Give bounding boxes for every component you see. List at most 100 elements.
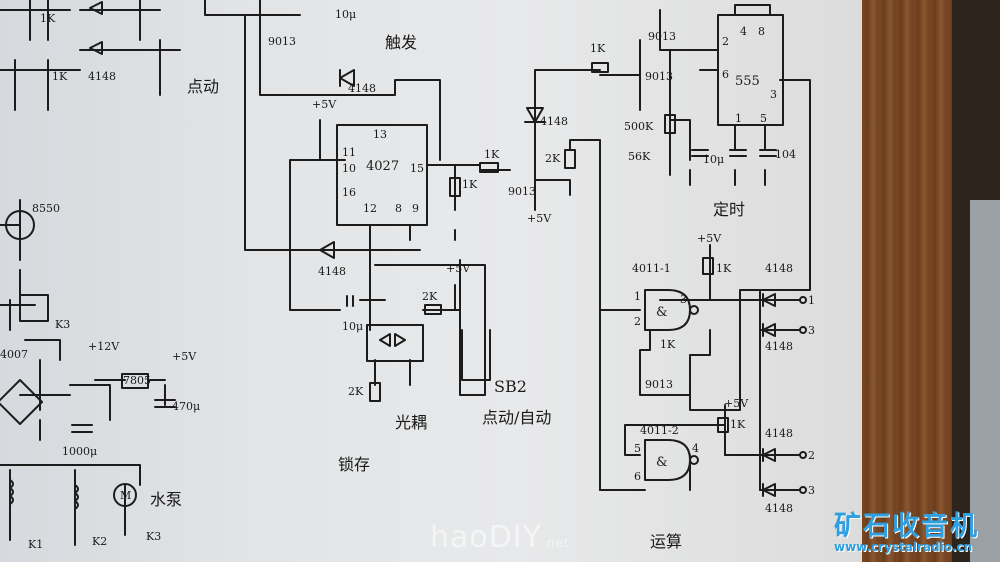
label-out-3b: 3 bbox=[808, 484, 815, 497]
label-d4148-a: 4148 bbox=[348, 82, 376, 95]
label-out-1: 1 bbox=[808, 294, 815, 307]
label-pin-16: 16 bbox=[342, 186, 356, 199]
label-k1: K1 bbox=[28, 538, 43, 551]
label-q9013-e: 9013 bbox=[645, 378, 673, 391]
label-pin-13: 13 bbox=[373, 128, 387, 141]
label-out-3a: 3 bbox=[808, 324, 815, 337]
wires-left bbox=[0, 0, 181, 546]
label-r1k-c: 1K bbox=[462, 178, 478, 191]
label-k2: K2 bbox=[92, 535, 107, 548]
logo-name: 矿石收音机 bbox=[834, 511, 979, 542]
label-q9013-b: 9013 bbox=[508, 185, 536, 198]
label-plus12v: +12V bbox=[88, 340, 120, 353]
label-c470u: 470μ bbox=[172, 400, 200, 413]
label-latch: 锁存 bbox=[338, 455, 370, 474]
label-q9013-c: 9013 bbox=[645, 70, 673, 83]
label-plus5v-c: +5V bbox=[527, 212, 552, 225]
label-out-2: 2 bbox=[808, 449, 815, 462]
label-4011-pin-1: 1 bbox=[634, 290, 641, 303]
label-plus5v-a: +5V bbox=[312, 98, 337, 111]
label-pin-8: 8 bbox=[395, 202, 402, 215]
label-d4148-b: 4148 bbox=[540, 115, 568, 128]
label-pin-10: 10 bbox=[342, 162, 356, 175]
logo-url: www.crystalradio.cn bbox=[834, 540, 973, 554]
watermark-suffix: .net bbox=[542, 536, 570, 550]
label-jog-auto: 点动/自动 bbox=[482, 408, 551, 427]
label-sb2: SB2 bbox=[494, 377, 527, 396]
components-right bbox=[591, 62, 807, 497]
label-c10u-b: 10μ bbox=[703, 153, 724, 166]
background-wall bbox=[952, 0, 1000, 562]
label-q8550: 8550 bbox=[32, 202, 60, 215]
schematic-diagram: 触发 点动 定时 锁存 光耦 点动/自动 运算 水泵 SB2 4027 555 … bbox=[0, 0, 815, 551]
label-555-pin-4: 4 bbox=[740, 25, 747, 38]
components-middle bbox=[319, 69, 576, 402]
label-4011-pin-3: 3 bbox=[680, 293, 687, 306]
label-c10u-a: 10μ bbox=[342, 320, 363, 333]
label-plus5v-b: +5V bbox=[446, 262, 471, 275]
watermark-text: haoDIY bbox=[430, 520, 543, 555]
label-jog-top: 点动 bbox=[187, 77, 219, 96]
label-4011-pin-6: 6 bbox=[634, 470, 641, 483]
label-r1k-a: 1K bbox=[484, 148, 500, 161]
label-pin-12: 12 bbox=[363, 202, 377, 215]
watermark: haoDIY.net bbox=[430, 520, 570, 555]
label-timer: 定时 bbox=[713, 200, 745, 219]
label-d4148-g: 4148 bbox=[765, 502, 793, 515]
label-d4148-c: 4148 bbox=[318, 265, 346, 278]
label-d4148-h: 4148 bbox=[88, 70, 116, 83]
label-gate-4011-1: 4011-1 bbox=[632, 262, 671, 275]
label-water-pump: 水泵 bbox=[150, 490, 182, 509]
label-d4148-f: 4148 bbox=[765, 427, 793, 440]
label-555-pin-1: 1 bbox=[735, 112, 742, 125]
label-c1000u: 1000μ bbox=[62, 445, 97, 458]
wooden-frame bbox=[862, 0, 952, 562]
label-c104: 104 bbox=[775, 148, 796, 161]
label-r1k-e: 1K bbox=[730, 418, 746, 431]
label-d4007: 4007 bbox=[0, 348, 28, 361]
components-left bbox=[0, 1, 176, 510]
label-gate-4011-2: 4011-2 bbox=[640, 424, 679, 437]
label-d4148-d: 4148 bbox=[765, 262, 793, 275]
label-pin-9: 9 bbox=[412, 202, 419, 215]
label-555-pin-6: 6 bbox=[722, 68, 729, 81]
wires-middle bbox=[204, 0, 811, 491]
label-4011-pin-2: 2 bbox=[634, 315, 641, 328]
label-7805: 7805 bbox=[123, 374, 151, 387]
site-logo: 矿石收音机 www.crystalradio.cn bbox=[828, 500, 1000, 560]
label-r1k-h: 1K bbox=[52, 70, 68, 83]
label-r2k-b: 2K bbox=[348, 385, 364, 398]
label-q9013-a: 9013 bbox=[268, 35, 296, 48]
label-r56k: 56K bbox=[628, 150, 651, 163]
label-q9013-d: 9013 bbox=[648, 30, 676, 43]
label-r1k-f: 1K bbox=[660, 338, 676, 351]
label-ic-555: 555 bbox=[735, 74, 760, 89]
label-trigger: 触发 bbox=[385, 33, 417, 52]
label-k3-a: K3 bbox=[55, 318, 70, 331]
label-r1k-b: 1K bbox=[590, 42, 606, 55]
label-plus5v-d: +5V bbox=[697, 232, 722, 245]
label-555-pin-8: 8 bbox=[758, 25, 765, 38]
label-555-pin-2: 2 bbox=[722, 35, 729, 48]
label-r1k-d: 1K bbox=[716, 262, 732, 275]
label-r2k-a: 2K bbox=[545, 152, 561, 165]
label-and-1: & bbox=[656, 305, 668, 320]
label-pin-15: 15 bbox=[410, 162, 424, 175]
label-k3-b: K3 bbox=[146, 530, 161, 543]
label-d4148-e: 4148 bbox=[765, 340, 793, 353]
label-and-2: & bbox=[656, 455, 668, 470]
label-555-pin-3: 3 bbox=[770, 88, 777, 101]
label-r500k: 500K bbox=[624, 120, 654, 133]
label-555-pin-5: 5 bbox=[760, 112, 767, 125]
label-c10u-c: 10μ bbox=[335, 8, 356, 21]
label-r2k-c: 2K bbox=[422, 290, 438, 303]
label-plus5v-f: +5V bbox=[172, 350, 197, 363]
label-plus5v-e: +5V bbox=[724, 397, 749, 410]
label-motor: M bbox=[120, 489, 131, 502]
label-logic: 运算 bbox=[650, 532, 682, 551]
label-pin-11: 11 bbox=[342, 146, 356, 159]
label-4011-pin-4: 4 bbox=[692, 442, 699, 455]
label-optocoupler: 光耦 bbox=[395, 413, 427, 432]
label-4011-pin-5: 5 bbox=[634, 442, 641, 455]
